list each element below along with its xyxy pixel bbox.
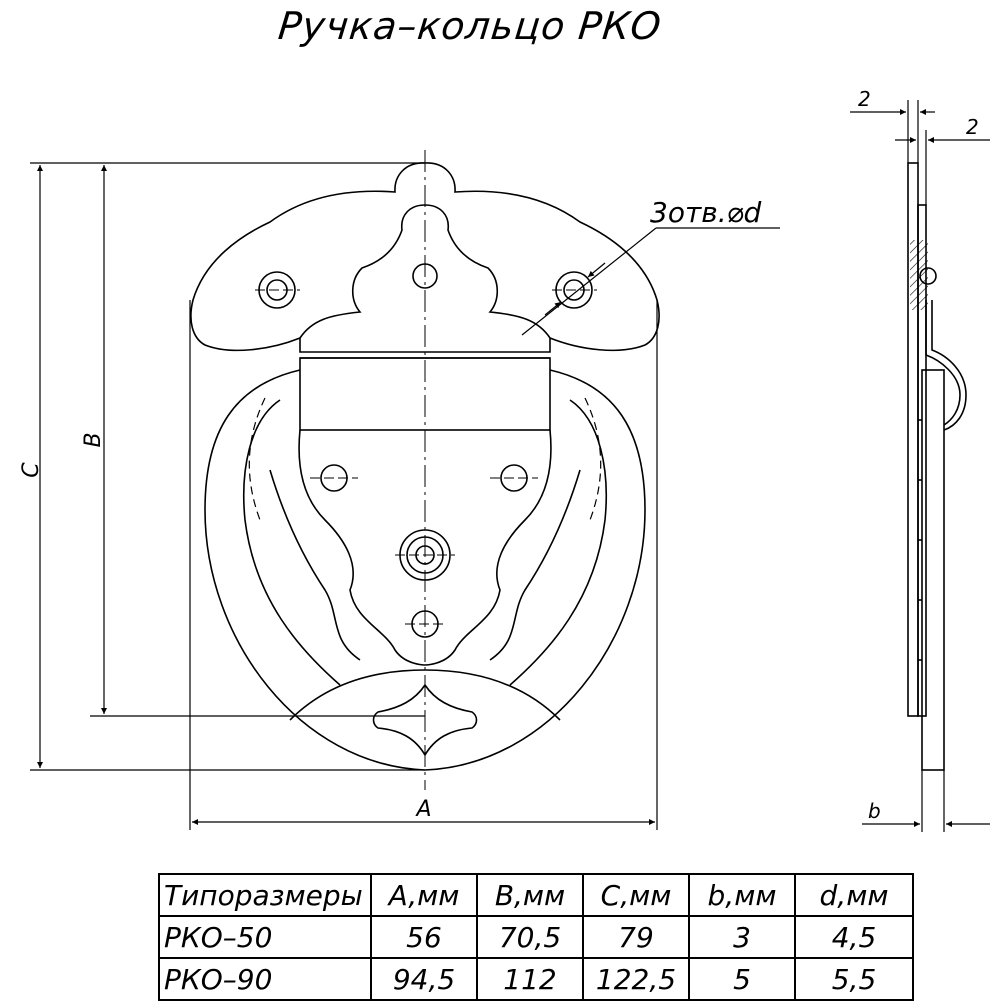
holes-callout-label: 3отв.⌀d <box>650 196 762 229</box>
table-row: РКО–50 56 70,5 79 3 4,5 <box>158 915 914 959</box>
table-header: Типоразмеры <box>158 873 372 917</box>
dimension-b-label: B <box>81 432 106 447</box>
table-cell: 94,5 <box>370 957 478 1001</box>
side-dim-2-top-label: 2 <box>858 87 871 111</box>
table-header: d,мм <box>794 873 914 917</box>
sizes-table: Типоразмеры A,мм B,мм C,мм b,мм d,мм РКО… <box>158 873 914 1001</box>
table-header: C,мм <box>582 873 690 917</box>
table-cell: РКО–50 <box>158 915 372 959</box>
table-header: b,мм <box>688 873 796 917</box>
side-view-hinge-loop <box>925 300 967 431</box>
table-header-row: Типоразмеры A,мм B,мм C,мм b,мм d,мм <box>158 873 914 917</box>
table-cell: РКО–90 <box>158 957 372 1001</box>
table-header: B,мм <box>476 873 584 917</box>
table-row: РКО–90 94,5 112 122,5 5 5,5 <box>158 957 914 1001</box>
table-cell: 79 <box>582 915 690 959</box>
table-cell: 112 <box>476 957 584 1001</box>
table-cell: 70,5 <box>476 915 584 959</box>
table-cell: 4,5 <box>794 915 914 959</box>
table-cell: 5,5 <box>794 957 914 1001</box>
holes-callout-leader <box>521 227 657 336</box>
table-cell: 122,5 <box>582 957 690 1001</box>
lower-plate-outline <box>298 429 552 666</box>
side-dim-b-label: b <box>868 799 881 823</box>
ring-inner <box>242 399 608 686</box>
side-dim-2-bottom-label: 2 <box>966 115 979 139</box>
table-cell: 3 <box>688 915 796 959</box>
table-cell: 5 <box>688 957 796 1001</box>
dimension-a-label: A <box>414 797 431 822</box>
inner-plate-outline <box>299 204 551 339</box>
table-header: A,мм <box>370 873 478 917</box>
dimension-c-label: C <box>19 462 44 478</box>
table-cell: 56 <box>370 915 478 959</box>
side-view-ring <box>921 369 945 771</box>
